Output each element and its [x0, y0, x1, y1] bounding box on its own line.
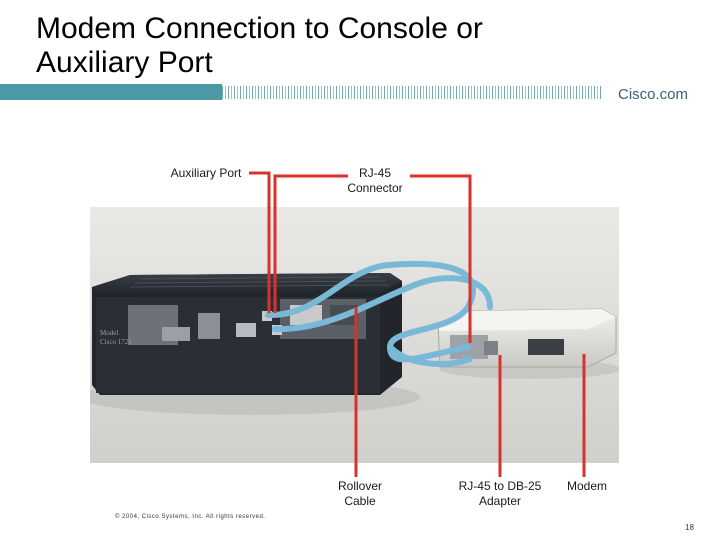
callout-auxiliary-port: Auxiliary Port: [170, 166, 242, 180]
callout-rj45-connector: RJ-45 Connector: [347, 166, 403, 195]
port-panel: [198, 313, 220, 339]
ethernet-port: [236, 323, 256, 337]
leader-auxiliary-port: [249, 171, 271, 313]
header-band-solid: [0, 84, 222, 100]
page-number: 18: [685, 523, 694, 532]
modem-port: [528, 339, 564, 355]
header-band-barcode: [222, 86, 602, 99]
callout-rollover-cable: Rollover Cable: [337, 479, 382, 508]
callout-adapter: RJ-45 to DB-25 Adapter: [458, 479, 542, 508]
leader-rj45-left: [273, 174, 348, 313]
cisco-logo: Cisco.com: [618, 86, 689, 103]
slide-title: Modem Connection to Console or Auxiliary…: [36, 12, 483, 79]
modem: [437, 308, 617, 368]
copyright-footer: © 2004, Cisco Systems, Inc. All rights r…: [115, 514, 266, 520]
callout-modem: Modem: [566, 479, 607, 493]
serial-connector: [162, 327, 190, 341]
leader-rj45-right: [410, 174, 472, 343]
